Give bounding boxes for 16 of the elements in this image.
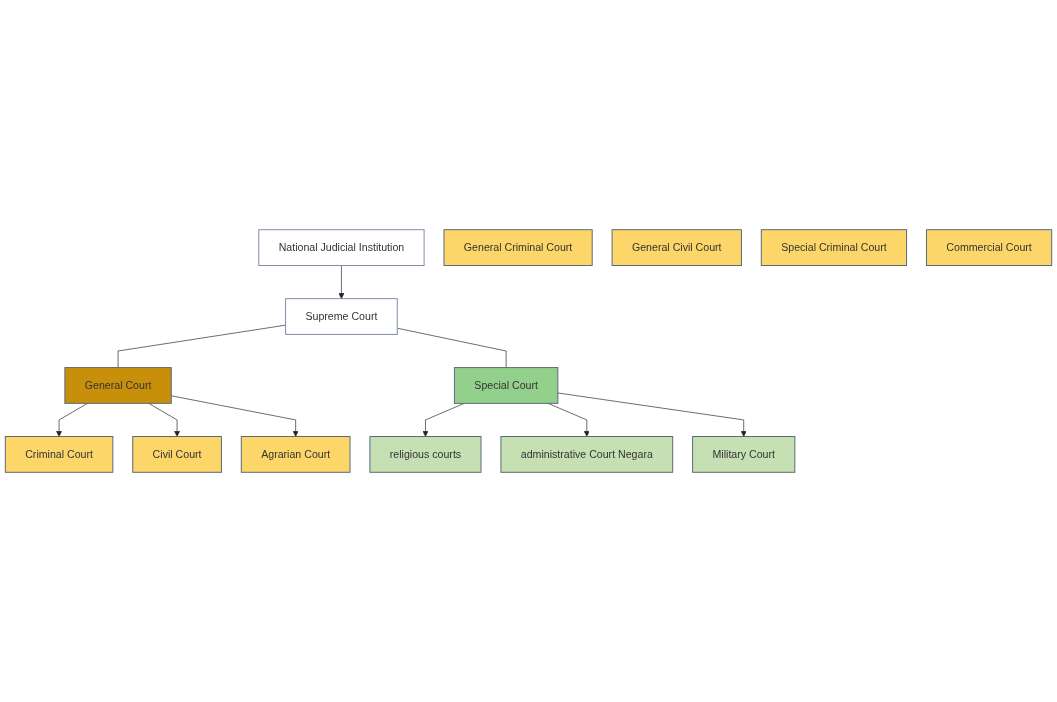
node-box: Agrarian Court bbox=[240, 436, 351, 473]
node-box: General Court bbox=[64, 367, 172, 404]
node-box: administrative Court Negara bbox=[500, 436, 674, 473]
node-box: religious courts bbox=[369, 436, 482, 473]
node-box: Supreme Court bbox=[285, 298, 398, 335]
node-box: Military Court bbox=[692, 436, 796, 473]
connector bbox=[396, 327, 507, 368]
node-box: Special Court bbox=[453, 367, 559, 404]
node-box: General Civil Court bbox=[611, 229, 742, 266]
node-box: Civil Court bbox=[132, 436, 222, 473]
node-box: Commercial Court bbox=[925, 229, 1053, 266]
connector bbox=[117, 324, 286, 368]
node-box: Criminal Court bbox=[4, 436, 114, 473]
node-box: Special Criminal Court bbox=[760, 229, 908, 266]
node-box: National Judicial Institution bbox=[258, 229, 425, 266]
node-box: General Criminal Court bbox=[443, 229, 593, 266]
